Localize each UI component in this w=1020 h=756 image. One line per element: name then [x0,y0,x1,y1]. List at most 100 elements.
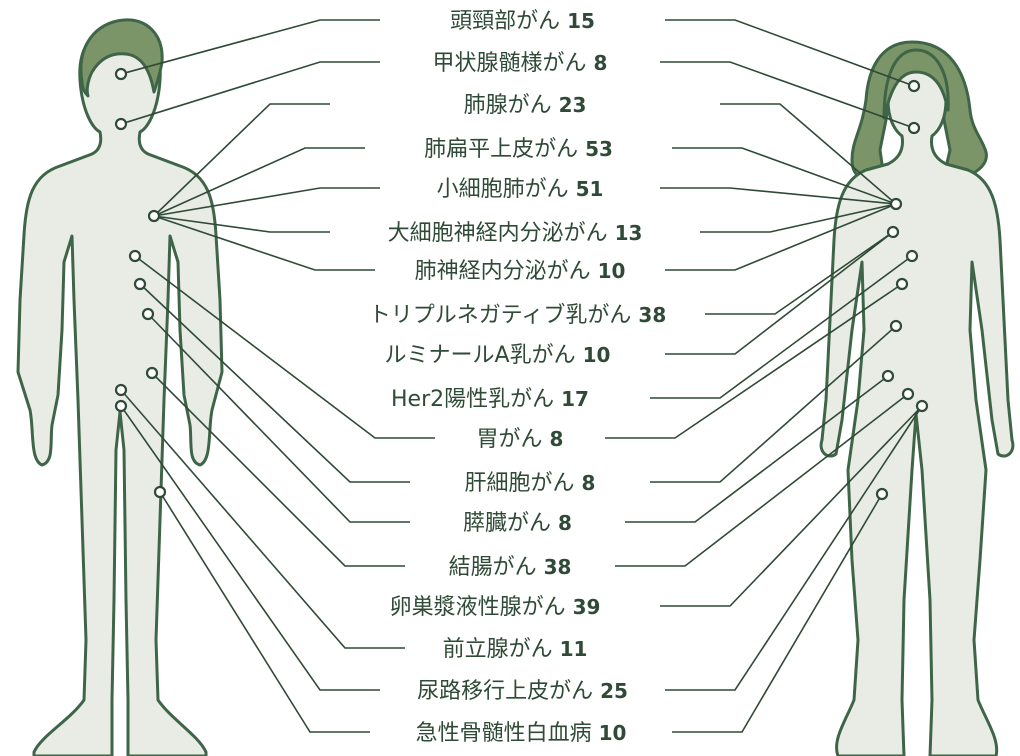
cancer-name: 結腸がん [449,555,537,580]
cancer-count: 17 [561,387,589,411]
cancer-count: 51 [576,177,604,201]
left-connector-line-3 [153,147,365,217]
cancer-count: 8 [550,427,564,451]
cancer-count: 10 [598,259,626,283]
cancer-label-11: 肝細胞がん 8 [465,471,596,496]
label-spacer [554,387,561,412]
left-connector-line-5 [153,215,330,233]
left-connector-line-12 [147,313,410,523]
right-organ-marker-14 [915,399,929,413]
right-organ-marker-0 [907,79,921,93]
cancer-count: 10 [583,343,611,367]
cancer-count: 13 [615,221,643,245]
cancer-label-17: 急性骨髄性白血病 10 [416,721,627,746]
label-spacer [543,427,550,452]
right-organ-marker-11 [889,319,903,333]
left-organ-marker-0 [114,67,128,81]
cancer-count: 10 [599,721,627,745]
right-organ-marker-2 [889,197,903,211]
cancer-count: 23 [559,93,587,117]
cancer-label-2: 肺腺がん 23 [464,93,587,118]
left-connector-line-0 [120,19,380,75]
left-connector-line-4 [153,187,380,217]
cancer-label-5: 大細胞神経内分泌がん 13 [388,221,643,246]
label-spacer [592,721,599,746]
cancer-label-9: Her2陽性乳がん 17 [391,387,589,412]
cancer-label-0: 頭頸部がん 15 [450,9,595,34]
female-figure [819,40,1015,756]
left-organ-marker-17 [153,485,167,499]
left-organ-marker-13 [145,366,159,380]
left-connector-line-13 [151,372,405,567]
label-spacer [587,51,594,76]
cancer-count: 8 [594,51,608,75]
right-organ-marker-1 [907,121,921,135]
right-connector-line-1 [660,61,915,129]
left-organ-marker-16 [114,399,128,413]
left-organ-marker-2 [147,209,161,223]
cancer-label-4: 小細胞肺がん 51 [437,177,604,202]
cancer-name: 頭頸部がん [450,9,560,34]
left-organ-marker-10 [128,249,142,263]
cancer-count: 39 [573,595,601,619]
right-connector-line-16 [665,405,923,691]
right-connector-line-13 [615,393,909,567]
cancer-name: 肺扁平上皮がん [424,137,578,162]
left-connector-line-1 [120,61,380,125]
left-connector-line-10 [134,255,435,439]
cancer-label-3: 肺扁平上皮がん 53 [424,137,613,162]
female-hair-front [882,48,950,120]
label-spacer [578,137,585,162]
cancer-labels: 頭頸部がん 15 甲状腺髄様がん 8 肺腺がん 23 肺扁平上皮がん 53 小細胞肺がん… [369,9,667,746]
cancer-label-14: 卵巣漿液性腺がん 39 [390,595,601,620]
left-connector-line-2 [153,103,330,217]
right-connector-line-14 [660,405,923,607]
cancer-label-6: 肺神経内分泌がん 10 [415,259,626,284]
label-spacer [553,637,560,662]
label-spacer [608,221,615,246]
male-hair [79,18,164,98]
label-spacer [569,177,576,202]
cancer-name: 前立腺がん [443,637,553,662]
left-connector-line-6 [153,215,375,271]
right-connector-line-12 [625,375,889,523]
right-connector-line-9 [650,255,913,399]
cancer-name: 小細胞肺がん [437,177,569,202]
organ-markers [114,67,929,501]
label-spacer [575,471,582,496]
right-organ-marker-7 [886,225,900,239]
left-connector-line-16 [120,405,380,691]
left-connector-line-11 [139,283,410,483]
cancer-name: 急性骨髄性白血病 [416,721,592,746]
cancer-count: 15 [567,9,595,33]
left-organ-marker-1 [114,117,128,131]
cancer-label-1: 甲状腺髄様がん 8 [433,51,608,76]
cancer-count: 11 [560,637,588,661]
cancer-name: トリプルネガティブ乳がん [369,303,632,328]
right-connector-line-6 [665,203,897,271]
cancer-name: 肝細胞がん [465,471,575,496]
label-spacer [631,303,638,328]
cancer-label-10: 胃がん 8 [477,427,564,452]
cancer-name: ルミナールA乳がん [385,343,576,368]
cancer-name: 尿路移行上皮がん [417,679,593,704]
left-connector-line-17 [159,491,370,733]
cancer-count: 25 [600,679,628,703]
connector-lines [120,19,923,733]
cancer-name: 肺腺がん [464,93,552,118]
label-spacer [576,343,583,368]
cancer-label-16: 尿路移行上皮がん 25 [417,679,628,704]
cancer-label-15: 前立腺がん 11 [443,637,588,662]
right-connector-line-3 [672,147,897,205]
cancer-count: 8 [558,511,572,535]
right-connector-line-17 [672,493,883,733]
cancer-name: 卵巣漿液性腺がん [390,595,566,620]
right-connector-line-0 [665,19,915,87]
cancer-count: 38 [544,555,572,579]
cancer-label-8: ルミナールA乳がん 10 [385,343,611,368]
left-organ-marker-12 [141,307,155,321]
left-organ-marker-15 [114,383,128,397]
right-connector-line-10 [605,283,903,439]
right-organ-marker-9 [905,249,919,263]
cancer-name: 甲状腺髄様がん [433,51,587,76]
